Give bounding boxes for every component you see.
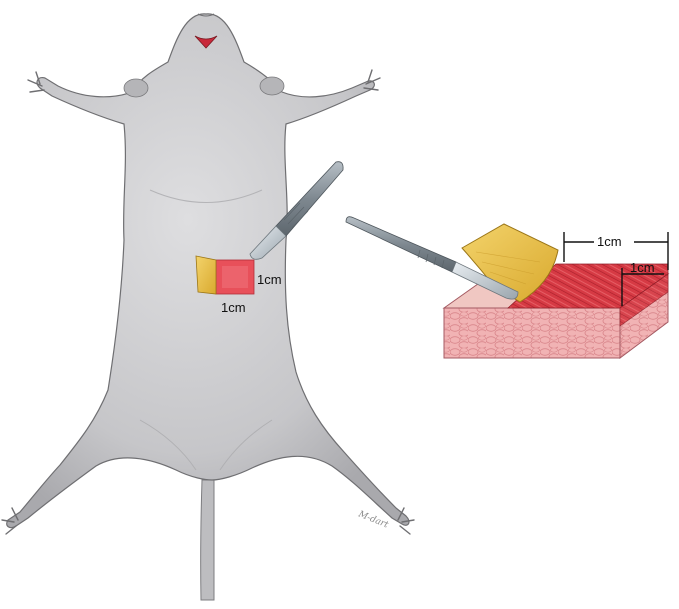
rat-paw-front-left: [27, 71, 45, 93]
rat-tail: [200, 479, 215, 601]
skin-flap: [195, 255, 217, 295]
rat-paw-hind-left: [1, 507, 19, 535]
block-scalpel-grip: [417, 249, 445, 269]
width-label-bg: [594, 234, 634, 248]
wound-height-label: 1cm: [257, 272, 282, 287]
rat-ear-right: [259, 76, 285, 96]
excision-site: 1cm 1cm: [195, 255, 282, 315]
flap-texture: [475, 251, 541, 285]
scalpel-blade: [249, 225, 287, 260]
scalpel-handle: [275, 161, 344, 237]
block-scalpel-icon: [345, 216, 519, 300]
rat-paw-front-right: [363, 69, 381, 91]
scalpel-icon: [249, 161, 344, 260]
scalpel-grip: [283, 202, 309, 229]
rat-shading-3: [219, 419, 273, 471]
rat-ear-left: [123, 78, 149, 98]
rat-mouth: [194, 35, 218, 49]
block-scalpel-handle: [345, 216, 457, 273]
block-depth-label: 1cm: [630, 260, 655, 275]
block-width-label: 1cm: [597, 234, 622, 249]
wound-width-label: 1cm: [221, 300, 246, 315]
wound-shading: [222, 266, 248, 288]
rat-paw-hind-right: [397, 507, 415, 535]
rat-shading-2: [139, 419, 197, 471]
lifted-skin-flap: [461, 223, 559, 303]
rat-nose: [197, 13, 215, 17]
rat-body-icon: [1, 13, 415, 601]
block-scalpel-blade: [451, 261, 519, 300]
tissue-front-face: [443, 307, 621, 359]
artist-signature: M-dart: [356, 509, 390, 531]
rat-shading: [149, 189, 263, 203]
muscle-side-face: [619, 273, 669, 327]
tissue-block: [442, 223, 670, 359]
